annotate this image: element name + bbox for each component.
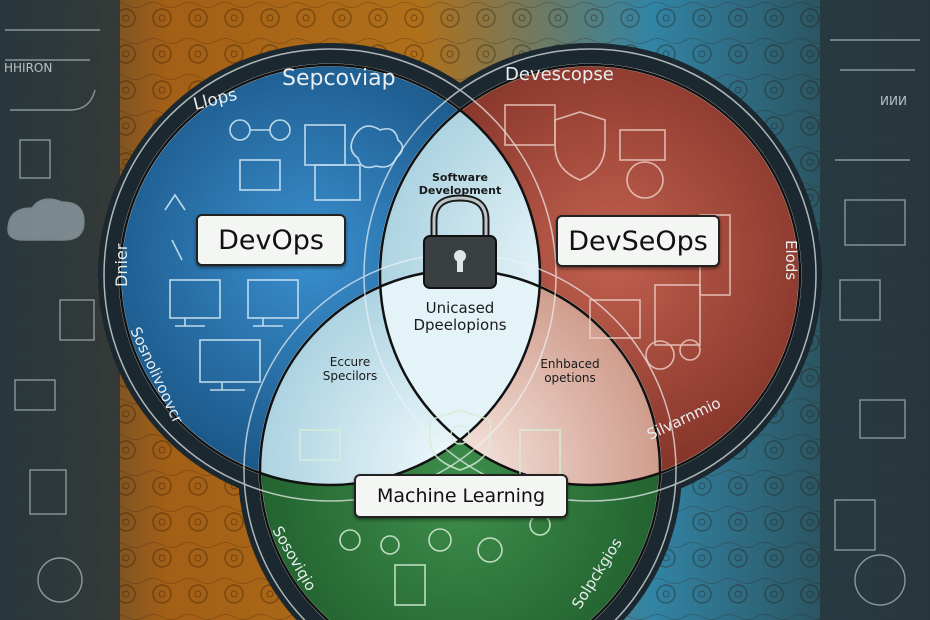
devops-label: DevOps xyxy=(196,214,346,266)
devseops-label: DevSeOps xyxy=(556,215,720,267)
ml-sketches xyxy=(299,409,561,606)
top-lens-text: Software Development xyxy=(418,171,502,197)
center-text-line-2: Dpeelopions xyxy=(413,316,507,335)
center-text: Unicased Dpeelopions xyxy=(395,299,525,335)
left-lens-line-2: Specilors xyxy=(322,368,378,383)
right-lens-line-1: Enhbaced xyxy=(540,357,600,371)
right-lens-line-2: opetions xyxy=(544,370,596,385)
right-lens-text: Enhbaced opetions xyxy=(515,357,625,386)
svg-text:ИИИ: ИИИ xyxy=(880,94,907,108)
svg-text:Devescopse: Devescopse xyxy=(505,64,614,85)
devops-sketches xyxy=(164,119,404,391)
center-text-line-1: Unicased xyxy=(425,299,495,317)
left-lens-line-1: Eccure xyxy=(329,355,371,369)
left-lens-text: Eccure Specilors xyxy=(300,355,400,384)
svg-text:Dnier: Dnier xyxy=(112,243,131,287)
devseops-sketches xyxy=(504,104,731,370)
svg-text:Elods: Elods xyxy=(782,240,800,280)
ml-label: Machine Learning xyxy=(354,474,568,518)
svg-text:HHIRON: HHIRON xyxy=(4,61,52,75)
padlock-icon xyxy=(423,194,497,289)
svg-text:Sepcoviap: Sepcoviap xyxy=(282,66,396,91)
